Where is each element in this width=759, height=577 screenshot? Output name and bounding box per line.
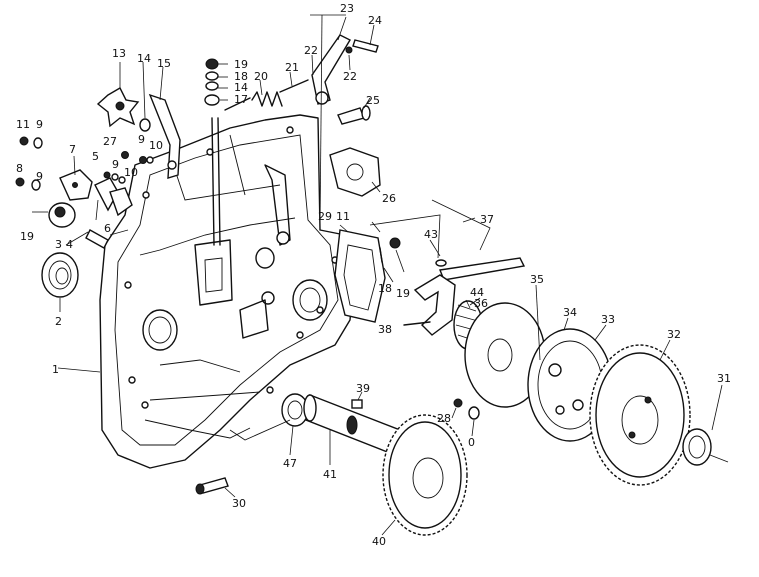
callout-4: 4 [66,238,73,251]
callout-17: 17 [234,93,248,106]
callout-41: 41 [323,468,337,481]
callout-14: 14 [137,52,151,65]
callout-33: 33 [601,313,615,326]
oil-seal [41,252,79,298]
callout-28: 28 [437,412,451,425]
callout-27: 27 [103,135,117,148]
callout-7: 7 [69,143,76,156]
screw-11 [19,136,29,146]
callout-10: 10 [149,139,163,152]
callout-21: 21 [285,61,299,74]
callout-40: 40 [372,535,386,548]
callout-13: 13 [112,47,126,60]
gear-train [453,302,729,486]
control-rod [211,117,215,246]
callout-19: 19 [20,230,34,243]
callout-9: 9 [36,118,43,131]
callout-35: 35 [530,273,544,286]
callout-20: 20 [254,70,268,83]
callout-19: 19 [396,287,410,300]
bearing-31 [682,428,712,466]
callout-8: 8 [16,162,23,175]
callout-25: 25 [366,94,380,107]
callout-5: 5 [92,150,99,163]
lever-15 [148,93,181,179]
gear-housing [99,114,356,469]
callout-18: 18 [234,70,248,83]
callout-0: 0 [468,436,475,449]
left-parts [15,87,181,298]
callout-2: 2 [55,315,62,328]
callout-43: 43 [424,228,438,241]
callout-14: 14 [234,81,248,94]
leader-lines [32,14,723,536]
shift-fork [413,274,456,336]
callout-18: 18 [378,282,392,295]
housing-bore-right [292,279,328,321]
callout-11: 11 [16,118,30,131]
callout-labels: 1 2 3 4 5 6 7 8 9 9 9 9 10 10 11 11 13 1… [16,2,731,548]
housing-bore-left [142,309,178,351]
callout-38: 38 [378,323,392,336]
callout-44: 44 [470,286,484,299]
callout-1: 1 [52,363,59,376]
callout-11: 11 [336,210,350,223]
callout-9: 9 [138,133,145,146]
callout-19: 19 [234,58,248,71]
callout-34: 34 [563,306,577,319]
cover-26 [329,147,381,197]
callout-6: 6 [104,222,111,235]
lower-shaft-assembly [195,393,468,536]
callout-23: 23 [340,2,354,15]
callout-24: 24 [368,14,382,27]
callout-9: 9 [36,170,43,183]
top-spring-parts [204,34,386,323]
callout-30: 30 [232,497,246,510]
callout-47: 47 [283,457,297,470]
callout-9: 9 [112,158,119,171]
spring [251,91,283,107]
callout-29: 29 [318,210,332,223]
callout-10: 10 [124,166,138,179]
callout-3: 3 [55,238,62,251]
callout-26: 26 [382,192,396,205]
callout-36: 36 [474,297,488,310]
fork-rod [439,257,526,281]
callout-22: 22 [343,70,357,83]
callout-39: 39 [356,382,370,395]
callout-15: 15 [157,57,171,70]
callout-37: 37 [480,213,494,226]
small-shaft [85,229,109,249]
callout-32: 32 [667,328,681,341]
callout-31: 31 [717,372,731,385]
callout-22: 22 [304,44,318,57]
